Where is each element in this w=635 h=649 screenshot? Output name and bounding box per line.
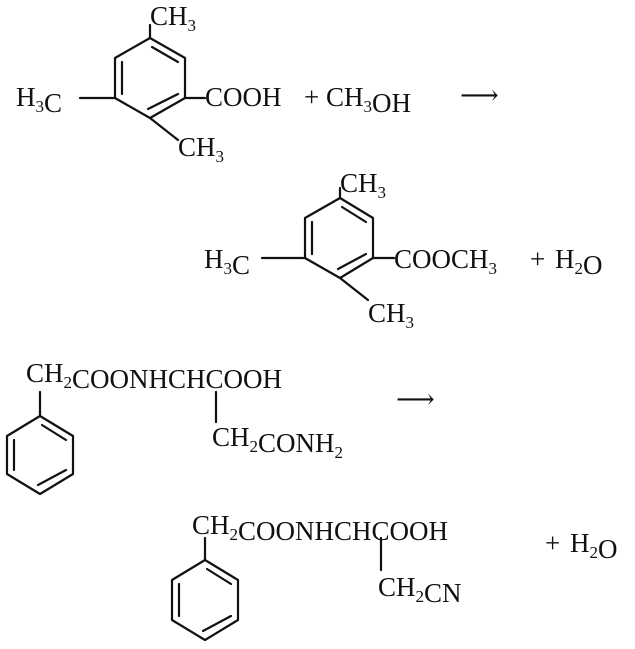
benzene-ring-2: [260, 186, 396, 302]
plus-sign: +: [304, 82, 319, 112]
phenyl-ring-2: [170, 536, 383, 642]
product-top-methyl-label: CH3: [340, 168, 386, 202]
product-chain-label: CH2COONHCHCOOH: [192, 510, 448, 546]
carboxyl-group-label: COOH: [205, 82, 282, 112]
reaction-arrow: ⟶: [396, 384, 435, 414]
reaction-arrow: ⟶: [460, 80, 499, 110]
product-side-chain-label: CH2CN: [378, 572, 462, 608]
ester-group-label: COOCH3: [394, 244, 497, 278]
water-label: H2O: [555, 244, 603, 280]
product-left-methyl-label: H3C: [204, 244, 250, 280]
water-label: H2O: [570, 528, 618, 564]
asparagine-derivative-structure: CH2COONHCHCOOH CH2CONH2: [5, 358, 343, 496]
product-bottom-methyl-label: CH3: [368, 298, 414, 332]
chain-label: CH2COONHCHCOOH: [26, 358, 282, 394]
nitrile-product-structure: CH2COONHCHCOOH CH2CN: [170, 510, 462, 642]
methanol-label: CH3OH: [326, 82, 411, 118]
plus-sign: +: [530, 244, 545, 274]
bottom-methyl-label: CH3: [178, 132, 224, 166]
mesitoic-acid-structure: CH3 H3C COOH CH3: [16, 1, 282, 166]
benzene-ring-1: [78, 23, 207, 142]
top-methyl-label: CH3: [150, 1, 196, 35]
plus-sign: +: [545, 528, 560, 558]
left-methyl-label: H3C: [16, 82, 62, 118]
phenyl-ring-1: [5, 390, 218, 496]
methyl-mesitoate-structure: CH3 H3C COOCH3 CH3: [204, 168, 497, 332]
side-chain-label: CH2CONH2: [212, 422, 343, 462]
